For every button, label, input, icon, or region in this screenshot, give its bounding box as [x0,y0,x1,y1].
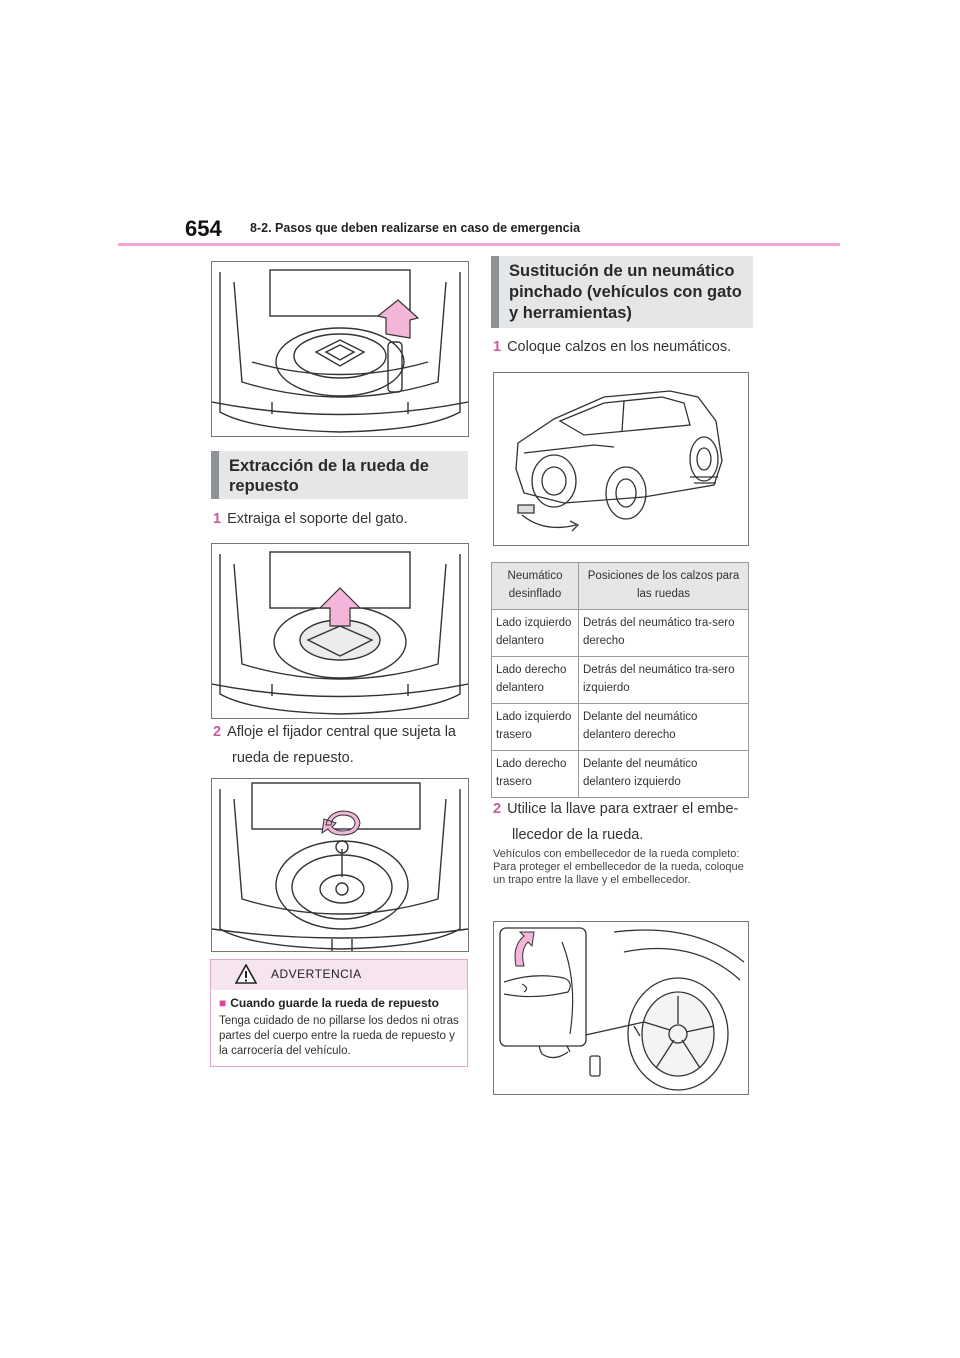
table-row: Lado derecho trasero Delante del neumáti… [491,750,749,798]
table-cell: Lado izquierdo trasero [491,703,579,751]
warning-subtitle-text: Cuando guarde la rueda de repuesto [230,996,439,1010]
table-header-cell: Posiciones de los calzos para las ruedas [578,562,749,610]
remove-wheel-cap-figure [493,921,749,1095]
step-1-left: 1 Extraiga el soporte del gato. [213,506,473,532]
warning-triangle-icon [235,964,257,984]
step-number: 2 [213,724,222,740]
step-text-continued: llecedor de la rueda. [512,827,644,843]
section-heading-extraction: Extracción de la rueda de repuesto [211,451,468,499]
table-cell: Detrás del neumático tra-sero izquierdo [578,656,749,704]
step-number: 1 [213,511,222,527]
warning-title: ADVERTENCIA [271,967,362,981]
table-cell: Delante del neumático delantero derecho [578,703,749,751]
table-cell: Lado izquierdo delantero [491,609,579,657]
table-cell: Detrás del neumático tra-sero derecho [578,609,749,657]
table-cell: Delante del neumático delantero izquierd… [578,750,749,798]
wheel-chocks-figure [493,372,749,546]
loosen-fastener-figure [211,778,469,952]
rotate-arrow-icon [514,931,535,967]
table-row: Lado izquierdo delantero Detrás del neum… [491,609,749,657]
up-arrow-icon [318,587,362,627]
table-cell: Lado derecho delantero [491,656,579,704]
trunk-cover-figure [211,261,469,437]
up-arrow-icon [376,299,420,339]
step-2-left: 2 Afloje el fijador central que sujeta la… [213,719,475,771]
warning-header: ADVERTENCIA [211,960,467,990]
header-divider [118,243,840,246]
section-heading-substitution: Sustitución de un neumático pinchado (ve… [491,256,753,328]
step-text: Afloje el fijador central que sujeta la [227,724,456,740]
table-header-cell: Neumático desinflado [491,562,579,610]
note-text: Vehículos con embellecedor de la rueda c… [493,848,744,886]
warning-subtitle: ■Cuando guarde la rueda de repuesto [219,996,459,1010]
chocks-table: Neumático desinflado Posiciones de los c… [491,562,749,798]
square-bullet-icon: ■ [219,996,227,1010]
table-header-row: Neumático desinflado Posiciones de los c… [491,562,749,610]
warning-text: Tenga cuidado de no pillarse los dedos n… [219,1015,459,1057]
rotate-arrow-icon [321,810,361,836]
step-text: Coloque calzos en los neumáticos. [507,339,732,355]
table-cell: Lado derecho trasero [491,750,579,798]
warning-box: ADVERTENCIA ■Cuando guarde la rueda de r… [210,959,468,1067]
step-text: Utilice la llave para extraer el embe- [507,801,739,817]
header-section-title: 8-2. Pasos que deben realizarse en caso … [250,221,581,235]
step-number: 2 [493,801,502,817]
step-text-continued: rueda de repuesto. [232,750,354,766]
table-row: Lado izquierdo trasero Delante del neumá… [491,703,749,751]
page-number: 654 [185,216,222,241]
step-1-right: 1 Coloque calzos en los neumáticos. [493,334,755,360]
table-row: Lado derecho delantero Detrás del neumát… [491,656,749,704]
jack-holder-figure [211,543,469,719]
step-text: Extraiga el soporte del gato. [227,511,408,527]
step-number: 1 [493,339,502,355]
